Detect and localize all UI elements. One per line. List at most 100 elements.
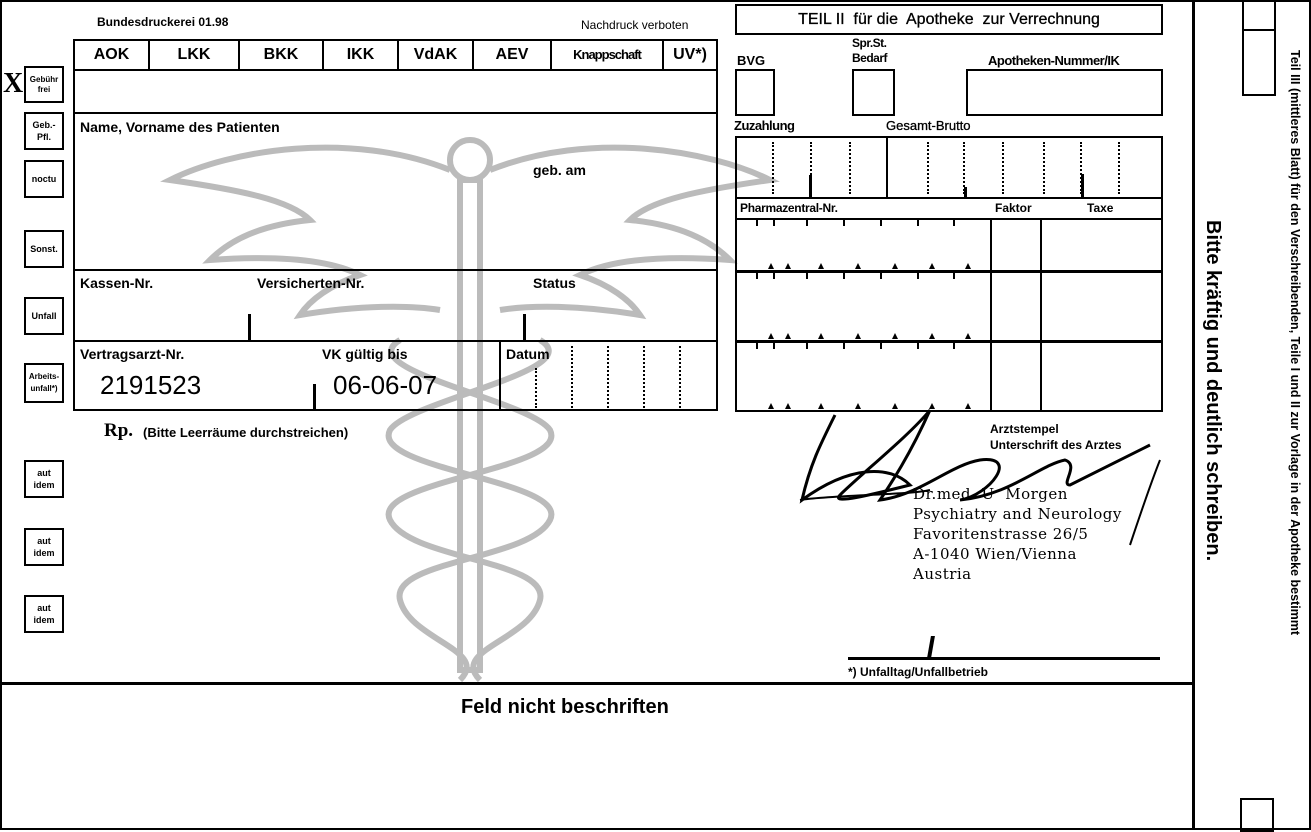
divider	[990, 341, 992, 412]
tick	[880, 343, 882, 349]
sprst-label: Spr.St.	[852, 36, 887, 50]
checkbox-aut-idem-1[interactable]: aut idem	[24, 460, 64, 498]
divider	[1040, 271, 1042, 342]
rp-symbol: Rp.	[104, 420, 134, 441]
insurance-field[interactable]	[73, 69, 718, 114]
tick	[313, 384, 316, 409]
copy-purpose-note: Teil III (mittleres Blatt) für den Versc…	[1288, 50, 1302, 636]
date-divider	[535, 368, 537, 408]
marker	[785, 263, 791, 269]
marker	[929, 333, 935, 339]
versicherten-nr-label: Versicherten-Nr.	[257, 275, 365, 291]
checkbox-sonst[interactable]: Sonst.	[24, 230, 64, 268]
insurer-uv[interactable]: UV*)	[673, 46, 707, 63]
tick	[843, 343, 845, 349]
marker	[785, 333, 791, 339]
insurer-aev[interactable]: AEV	[474, 41, 552, 69]
stamp-line: Favoritenstrasse 26/5	[913, 525, 1089, 543]
tick	[756, 343, 758, 349]
tick	[756, 220, 758, 226]
tick	[1081, 174, 1084, 197]
tick	[953, 273, 955, 279]
pzn-header	[735, 197, 1163, 220]
date-divider	[571, 346, 573, 408]
side-box	[1242, 29, 1276, 96]
pzn-row	[735, 218, 1163, 272]
tick	[773, 273, 775, 279]
tick	[880, 273, 882, 279]
marker	[768, 263, 774, 269]
insurer-vdak[interactable]: VdAK	[399, 41, 474, 69]
checkbox-aut-idem-2[interactable]: aut idem	[24, 528, 64, 566]
tick	[953, 220, 955, 226]
insurer-aok[interactable]: AOK	[75, 41, 150, 69]
divider	[990, 218, 992, 272]
amount-divider	[810, 142, 812, 194]
rp-hint: (Bitte Leerräume durchstreichen)	[143, 425, 349, 440]
checkbox-unfall[interactable]: Unfall	[24, 297, 64, 335]
marker	[892, 333, 898, 339]
ids-field[interactable]	[73, 269, 718, 342]
apo-nr-label: Apotheken-Nummer/IK	[988, 53, 1120, 68]
tick	[806, 343, 808, 349]
divider	[886, 137, 888, 198]
insurer-ikk[interactable]: IKK	[324, 41, 399, 69]
signature-label: Unterschrift des Arztes	[990, 438, 1122, 452]
marker	[818, 333, 824, 339]
amount-divider	[1118, 142, 1120, 194]
insurer-knappschaft[interactable]: Knappschaft	[552, 41, 664, 69]
status-label: Status	[533, 275, 576, 291]
side-box	[1242, 0, 1276, 31]
checkbox-aut-idem-3[interactable]: aut idem	[24, 595, 64, 633]
tick	[773, 220, 775, 226]
stamp-line: Austria	[913, 565, 972, 583]
date-divider	[607, 346, 609, 408]
checkbox-noctu[interactable]: noctu	[24, 160, 64, 198]
marker	[929, 403, 935, 409]
taxe-label: Taxe	[1087, 201, 1114, 215]
bvg-box[interactable]	[735, 69, 775, 116]
amounts-box[interactable]	[735, 136, 1163, 199]
checkbox-arbeitsunfall[interactable]: Arbeits-unfall*)	[24, 363, 64, 403]
apo-nr-box[interactable]	[966, 69, 1163, 116]
tick	[806, 220, 808, 226]
divider	[499, 340, 501, 410]
tick	[880, 220, 882, 226]
reprint-notice: Nachdruck verboten	[581, 18, 689, 32]
stamp-line: Psychiatry and Neurology	[913, 505, 1122, 523]
marker	[855, 333, 861, 339]
amount-divider	[927, 142, 929, 194]
checkbox-geb-pfl[interactable]: Geb.-Pfl.	[24, 112, 64, 150]
stamp-label: Arztstempel	[990, 422, 1059, 436]
marker	[892, 263, 898, 269]
marker	[818, 403, 824, 409]
stamp-line: A-1040 Wien/Vienna	[913, 545, 1077, 563]
insurer-lkk[interactable]: LKK	[150, 41, 240, 69]
doctor-field[interactable]	[73, 340, 718, 411]
tick	[843, 220, 845, 226]
divider	[1040, 341, 1042, 412]
marker	[818, 263, 824, 269]
marker	[768, 333, 774, 339]
accident-note: *) Unfalltag/Unfallbetrieb	[848, 665, 989, 679]
amount-divider	[772, 142, 774, 194]
sprst-box[interactable]	[852, 69, 895, 116]
marker	[965, 263, 971, 269]
patient-field[interactable]	[73, 112, 718, 271]
marker	[855, 403, 861, 409]
valid-until: 06-06-07	[333, 370, 438, 400]
bedarf-label: Bedarf	[852, 51, 888, 65]
zuzahlung-label: Zuzahlung	[734, 118, 795, 133]
kassen-nr-label: Kassen-Nr.	[80, 275, 154, 291]
checkbox-gebuehr-frei[interactable]: Gebühr frei	[24, 66, 64, 103]
insurer-bkk[interactable]: BKK	[240, 41, 324, 69]
doctor-number-label: Vertragsarzt-Nr.	[80, 346, 185, 362]
divider	[1040, 218, 1042, 272]
date-label: Datum	[506, 346, 550, 362]
marker	[965, 403, 971, 409]
x-mark: X	[3, 68, 24, 99]
tick	[773, 343, 775, 349]
write-clearly-note: Bitte kräftig und deutlich schreiben.	[1202, 220, 1224, 562]
amount-divider	[1002, 142, 1004, 194]
